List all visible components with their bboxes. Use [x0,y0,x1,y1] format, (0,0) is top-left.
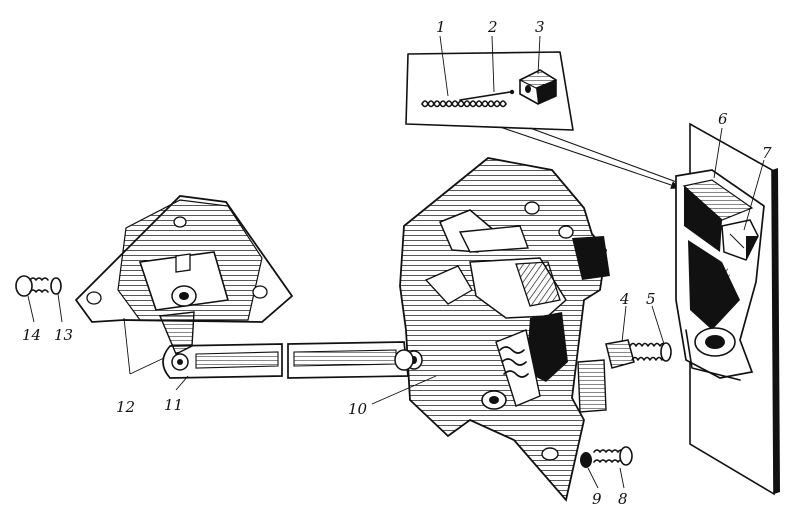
callout-4: 4 [619,290,630,308]
inset-frame [405,51,574,131]
callout-2: 2 [487,18,498,36]
leader-2 [491,35,495,93]
leader-7 [743,159,765,231]
striker-housing-part-6 [675,169,765,381]
leader-3 [537,35,541,75]
leader-9 [587,467,599,489]
striker-insert-part-7 [721,219,759,261]
spring-rod-part-2 [459,91,511,101]
lock-body [399,157,610,502]
leader-12b [123,317,131,375]
leader-1 [439,35,449,97]
callout-5: 5 [646,290,656,308]
leader-10 [371,375,437,405]
leader-5 [651,305,665,345]
callout-7: 7 [762,144,772,162]
bolt-part-4 [605,339,669,369]
callout-1: 1 [436,18,446,36]
inset-pointer-arrow-2 [529,127,683,185]
callout-12: 12 [116,398,135,416]
spring-part-1 [421,100,507,108]
washer-part-13 [50,277,62,295]
callout-14: 14 [22,326,41,344]
connecting-rod-part-11 [162,341,414,379]
leader-11 [175,375,189,391]
leader-6 [713,127,723,179]
washer-part-9 [580,452,592,468]
leader-14 [27,295,35,323]
leader-8 [619,467,625,489]
inside-handle-bracket [74,195,294,355]
inset-pointer-arrow [499,126,681,189]
block-part-3 [518,69,558,105]
callout-8: 8 [618,490,628,508]
callout-3: 3 [535,18,545,36]
callout-10: 10 [348,400,368,418]
rod-end [509,89,515,95]
callout-9: 9 [592,490,602,508]
washer-part-5 [660,342,672,362]
leader-13 [57,293,63,323]
screw-part-14 [15,275,49,297]
detail-inset [405,51,574,131]
callout-13: 13 [54,326,73,344]
callout-11: 11 [164,396,183,414]
leader-4 [621,305,627,343]
callout-6: 6 [718,110,728,128]
screw-part-8 [593,446,633,466]
leader-12a [129,357,165,375]
